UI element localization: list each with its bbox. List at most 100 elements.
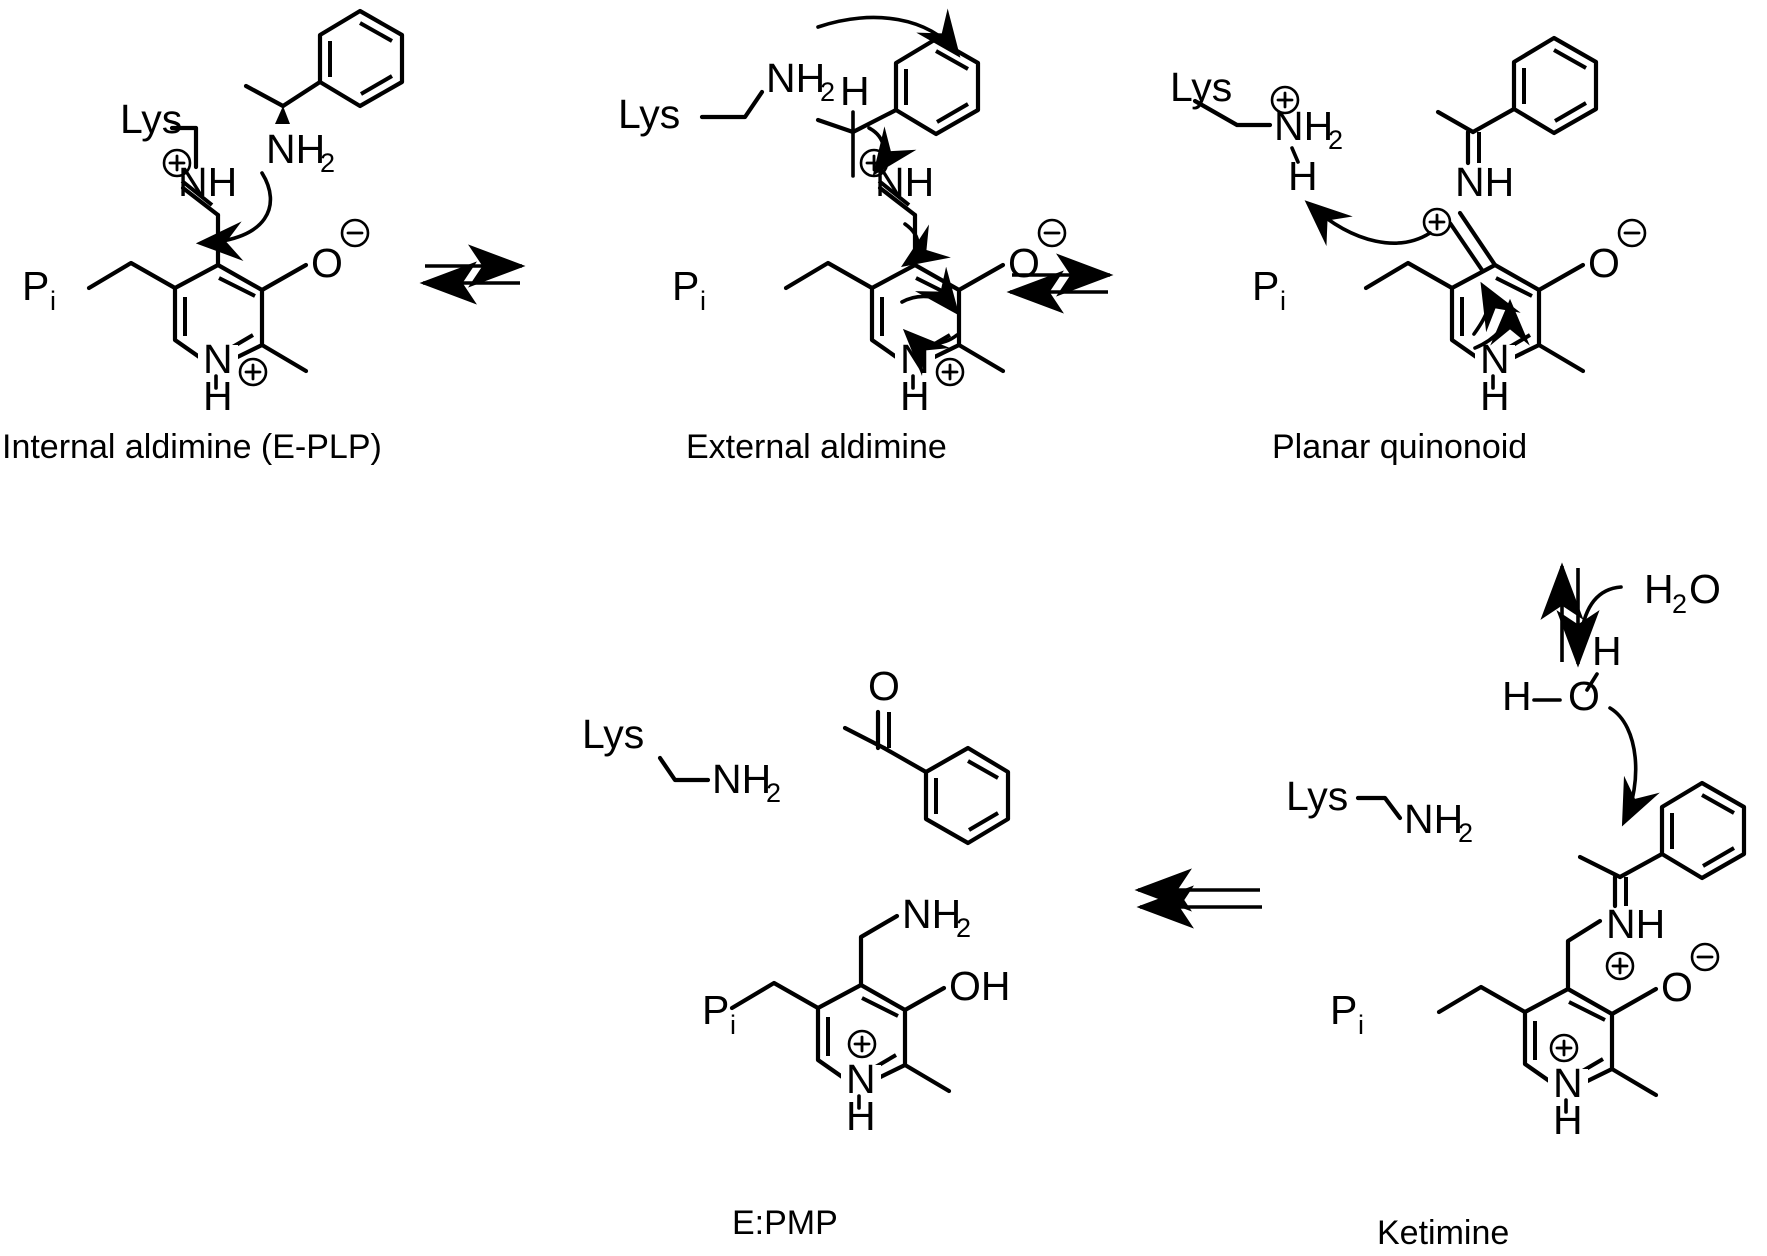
mech-arrow-ch-to-imine-2 <box>867 126 917 176</box>
mech-arrow-ring-shift-2 <box>900 266 960 316</box>
caption-external-aldimine: External aldimine <box>686 428 947 466</box>
n-h-bond-3 <box>1290 146 1300 164</box>
water-h-left-4: H <box>1502 673 1532 719</box>
mech-arrow-ring-to-n-2 <box>902 328 959 376</box>
imine-nh-label-1: NH <box>178 159 237 205</box>
phosphate-ch2-1 <box>86 260 178 291</box>
water-o-label: O <box>1689 566 1721 612</box>
water-h-label: H <box>1644 566 1674 612</box>
imine-c-bond-2 <box>877 185 918 218</box>
water-release-curve <box>1578 585 1623 645</box>
mech-arrow-ring-shift-3 <box>1472 281 1521 336</box>
lys-nh-label-4: NH <box>1404 796 1463 842</box>
c3-o-bond-4 <box>1609 986 1659 1017</box>
caption-ketimine: Ketimine <box>1377 1214 1509 1252</box>
pyridinium-charge-4 <box>1549 1033 1579 1063</box>
ch2-nh2-bond-5 <box>858 913 900 988</box>
phenolate-oxygen-3: O <box>1588 240 1620 286</box>
water-nucleophile-4: H H O <box>1502 628 1622 719</box>
ring-nh-hydrogen-3: H <box>1480 373 1510 419</box>
phosphate-sub-4: i <box>1358 1010 1364 1040</box>
phenolate-charge-4 <box>1690 942 1720 972</box>
caption-internal-aldimine: Internal aldimine (E-PLP) <box>2 428 382 466</box>
lys-nh2-sub-4: 2 <box>1458 818 1473 848</box>
ring-nitrogen-label-5: N <box>846 1056 876 1102</box>
mech-arrow-carbanion-to-h-3 <box>1304 200 1432 247</box>
ketone-methyl <box>842 725 887 751</box>
phosphate-label-3: P <box>1252 263 1279 309</box>
lys-nh-label-5: NH <box>712 756 771 802</box>
lys-chain-3 <box>1192 98 1273 128</box>
structure-planar-quinonoid: N H O P i NH Lys <box>1170 35 1647 419</box>
ring-nitrogen-label-4: N <box>1553 1060 1583 1106</box>
lys-nh2-sub-3: 2 <box>1328 125 1343 155</box>
phosphate-sub-1: i <box>50 286 56 316</box>
phosphate-label-1: P <box>22 263 49 309</box>
ketimine-charge-4 <box>1605 951 1635 981</box>
phenyl-ring-1 <box>317 8 405 109</box>
lys-label-3: Lys <box>1170 64 1232 110</box>
phenolate-oxygen-2: O <box>1008 240 1040 286</box>
phosphate-label-2: P <box>672 263 699 309</box>
water-bond-top-4 <box>1585 672 1599 692</box>
substrate-methyl-1 <box>243 83 286 109</box>
c3-o-bond-3 <box>1536 262 1586 293</box>
ring-methyl-3 <box>1536 342 1586 374</box>
lys-ammonium-charge-3 <box>1270 85 1300 115</box>
equilibrium-arrow-1 <box>419 244 526 305</box>
ring-nh-hydrogen-4: H <box>1553 1097 1583 1143</box>
phenolate-oxygen-1: O <box>311 240 343 286</box>
ring-methyl-2 <box>956 342 1006 374</box>
mech-arrow-amine-attack-1 <box>195 171 273 261</box>
lys-chain-5 <box>657 755 711 783</box>
phosphate-sub-3: i <box>1280 286 1286 316</box>
phenolate-charge-1 <box>340 218 370 248</box>
ring-nh-hydrogen-5: H <box>846 1093 876 1139</box>
stereo-wedge-1 <box>275 106 290 124</box>
lys-nh-label-3: NH <box>1274 103 1333 149</box>
ring-methyl-1 <box>259 342 309 374</box>
caption-planar-quinonoid: Planar quinonoid <box>1272 428 1527 466</box>
substrate-nh-label-1: NH <box>266 126 325 172</box>
alpha-to-phenyl-2 <box>850 107 899 135</box>
acetophenone-product: O <box>842 663 1011 846</box>
phosphate-ch2-2 <box>783 260 875 291</box>
structure-ketimine: N H O P i NH <box>1286 628 1747 1143</box>
ring-nh-hydrogen-2: H <box>900 373 930 419</box>
substrate-nh2-sub-1: 2 <box>320 148 335 178</box>
substrate-to-phenyl-1 <box>280 79 323 109</box>
lys-label-4: Lys <box>1286 773 1348 819</box>
alpha-hydrogen-2: H <box>840 68 870 114</box>
ring-methyl-4 <box>1609 1066 1659 1098</box>
phenolate-oxygen-4: O <box>1661 964 1693 1010</box>
pmp-nh2-sub-5: 2 <box>956 913 971 943</box>
ch2-to-nh-4 <box>1565 918 1603 992</box>
pyridinium-charge-2 <box>935 357 965 387</box>
structure-e-pmp: N H OH P i NH 2 Lys NH 2 O <box>582 663 1011 1139</box>
lys-chain-1 <box>169 125 199 170</box>
lys-label-1: Lys <box>120 96 182 142</box>
mech-arrow-water-attack-4 <box>1608 706 1660 827</box>
structure-internal-aldimine: N H O P i NH Lys NH <box>22 8 405 419</box>
ring-methyl-5 <box>902 1062 952 1094</box>
phenyl-ring-3 <box>1511 35 1599 136</box>
equilibrium-arrow-3-vertical <box>1540 562 1623 668</box>
lys-chain-4 <box>1355 795 1403 821</box>
phosphate-ch2-4 <box>1436 984 1528 1015</box>
sub-methyl-3 <box>1435 109 1476 135</box>
imine-charge-1 <box>162 148 192 178</box>
phosphate-ch2-3 <box>1363 260 1455 291</box>
phosphate-sub-2: i <box>700 286 706 316</box>
imine-c-bond-1 <box>180 185 221 218</box>
mech-arrow-imine-to-ring-2 <box>901 222 951 267</box>
mech-arrow-lys-abstract-2 <box>816 8 961 58</box>
phenolate-charge-2 <box>1037 218 1067 248</box>
pyridinium-charge-5 <box>847 1029 877 1059</box>
imine-nh-label-2: NH <box>875 159 934 205</box>
alpha-methyl-2 <box>815 117 856 135</box>
ketimine-to-phenyl-4 <box>1617 851 1665 880</box>
phenolate-charge-3 <box>1617 218 1647 248</box>
abstracted-hydrogen-3: H <box>1288 153 1318 199</box>
c3-o-bond-2 <box>956 262 1006 293</box>
